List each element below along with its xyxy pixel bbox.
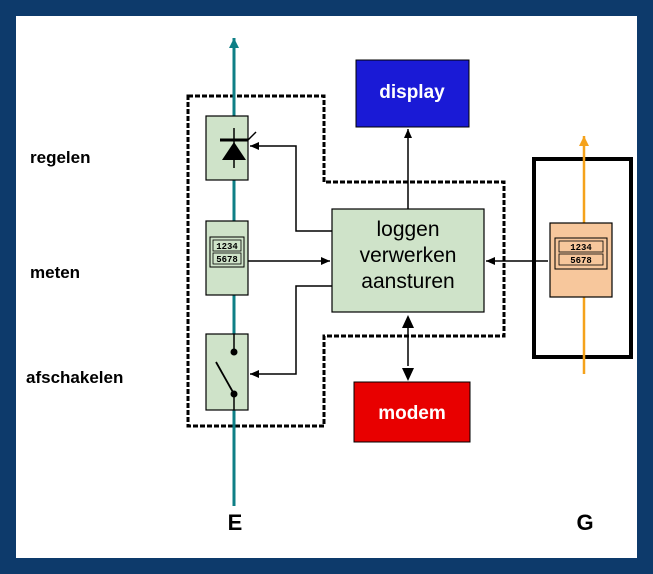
afschakelen-block [205,333,249,411]
diode-icon [220,128,257,168]
processing-block [331,208,485,313]
label-afschakelen: afschakelen [26,368,123,387]
gas-meter-display: 1234 5678 [554,237,608,270]
label-regelen: regelen [30,148,90,167]
label-meten: meten [30,263,80,282]
switch-icon [215,334,238,410]
label-e: E [228,510,243,535]
electric-meter-display: 1234 5678 [209,236,245,268]
diagram-canvas: 1234 5678 loggen verwerken aansturen dis… [16,16,637,558]
meter-digits-bottom: 5678 [216,255,238,265]
display-box [355,59,470,128]
label-g: G [576,510,593,535]
diagram-svg: 1234 5678 loggen verwerken aansturen dis… [26,38,633,535]
regelen-block [205,115,249,181]
meter-enclosure-outline [186,94,506,428]
processing-line-1: loggen [376,218,439,241]
gas-digits-bottom: 5678 [570,256,592,266]
modem-label: modem [378,403,446,424]
processing-line-3: aansturen [361,270,454,293]
arrow-center-to-afschakelen [250,285,332,378]
gas-meter-enclosure [532,157,633,359]
arrow-modem-bidirectional [402,315,414,381]
arrow-center-to-regelen [250,142,332,232]
meter-digits-top: 1234 [216,242,238,252]
processing-line-2: verwerken [360,244,457,267]
gas-digits-top: 1234 [570,243,592,253]
modem-box [353,381,471,443]
display-label: display [379,82,445,103]
